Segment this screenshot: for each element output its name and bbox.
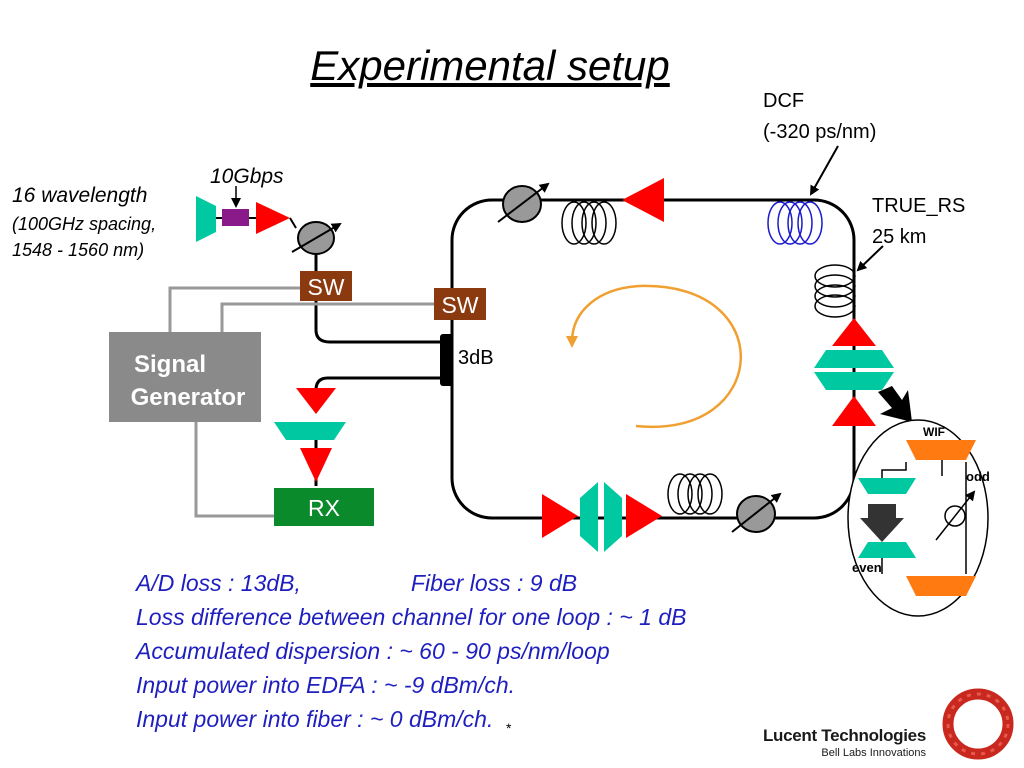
wif-detail bbox=[847, 419, 989, 617]
dcf-label-2: (-320 ps/nm) bbox=[763, 121, 876, 143]
control-wire-sw-right bbox=[220, 302, 434, 332]
loop-top-fiber-coil bbox=[561, 201, 617, 245]
loop-right-filter-top bbox=[814, 350, 894, 368]
page-title: Experimental setup bbox=[310, 42, 670, 89]
rx-preamp bbox=[296, 388, 336, 414]
tx-amplifier bbox=[256, 202, 290, 234]
ad-loss-note: A/D loss : 13dB, bbox=[136, 570, 301, 596]
loop-right-filter-bottom bbox=[814, 372, 894, 390]
loop-top-amplifier bbox=[622, 178, 664, 222]
sw-to-coupler-fiber bbox=[314, 300, 446, 344]
rx-amplifier bbox=[300, 448, 332, 482]
bitrate-label: 10Gbps bbox=[210, 165, 284, 188]
zoom-arrow bbox=[878, 386, 912, 422]
fiber-power-note: Input power into fiber : ~ 0 dBm/ch. bbox=[136, 706, 494, 732]
loop-bottom-filter-right bbox=[604, 482, 622, 552]
dispersion-note: Accumulated dispersion : ~ 60 - 90 ps/nm… bbox=[136, 638, 610, 664]
switch-left-label: SW bbox=[307, 274, 344, 300]
setup-notes: A/D loss : 13dB, Fiber loss : 9 dB Loss d… bbox=[136, 566, 686, 736]
company-name: Lucent Technologies bbox=[762, 726, 926, 745]
wavelength-label-3: 1548 - 1560 nm) bbox=[12, 240, 144, 260]
dcf-pointer bbox=[810, 145, 839, 196]
switch-right-label: SW bbox=[441, 292, 478, 318]
transmission-fiber-coil bbox=[814, 264, 856, 318]
footnote-marker: * bbox=[506, 720, 512, 736]
signal-generator-label-2: Generator bbox=[131, 384, 246, 411]
edfa-power-note: Input power into EDFA : ~ -9 dBm/ch. bbox=[136, 672, 516, 698]
control-wire-sw-left bbox=[168, 286, 300, 332]
control-wire-rx bbox=[194, 422, 276, 518]
lucent-logo-ring bbox=[942, 688, 1014, 760]
notes-row-1: A/D loss : 13dB, Fiber loss : 9 dB bbox=[136, 566, 686, 600]
circulation-arrow bbox=[566, 284, 743, 429]
dcf-label-1: DCF bbox=[763, 90, 804, 112]
wif-label: WIF bbox=[923, 425, 945, 439]
company-tagline: Bell Labs Innovations bbox=[821, 747, 926, 759]
laser-bank bbox=[196, 196, 216, 242]
even-label: even bbox=[852, 560, 882, 575]
fiber-loss-note: Fiber loss : 9 dB bbox=[410, 570, 578, 596]
signal-generator-label-1: Signal bbox=[134, 351, 206, 378]
coupler-3db bbox=[440, 334, 453, 386]
rx-filter bbox=[274, 422, 346, 440]
loop-right-amplifier-2 bbox=[832, 396, 876, 426]
loop-bottom-amplifier-2 bbox=[626, 494, 662, 538]
loop-bottom-filter-left bbox=[580, 482, 598, 552]
receiver-label: RX bbox=[308, 495, 340, 521]
receiver bbox=[274, 488, 374, 526]
signal-generator bbox=[109, 332, 261, 422]
wif-filter-top bbox=[906, 440, 976, 460]
loss-difference-note: Loss difference between channel for one … bbox=[136, 604, 687, 630]
fiber-label-2: 25 km bbox=[872, 226, 926, 248]
loop-bottom-fiber-coil bbox=[667, 473, 723, 515]
dcf-coil bbox=[767, 201, 823, 245]
wif-filter-bottom bbox=[906, 576, 976, 596]
coupler-to-rx-fiber bbox=[314, 376, 446, 391]
fiber-label-1: TRUE_RS bbox=[872, 195, 965, 217]
loop-bottom-amplifier-1 bbox=[542, 494, 578, 538]
modulator bbox=[222, 209, 249, 226]
loop-right-amplifier-1 bbox=[832, 318, 876, 346]
switch-right bbox=[434, 288, 486, 320]
odd-label: odd bbox=[966, 469, 990, 484]
coupler-label: 3dB bbox=[458, 347, 494, 369]
recirculating-loop bbox=[450, 198, 856, 520]
wavelength-label-1: 16 wavelength bbox=[12, 184, 147, 207]
fiber-pointer bbox=[856, 245, 884, 272]
wif-filter-lower bbox=[858, 542, 916, 558]
lucent-logo: Lucent Technologies Bell Labs Innovation… bbox=[748, 726, 926, 759]
wavelength-label-2: (100GHz spacing, bbox=[12, 214, 156, 234]
wif-filter-upper bbox=[858, 478, 916, 494]
wif-down-arrow bbox=[860, 504, 904, 542]
switch-left bbox=[300, 271, 352, 301]
